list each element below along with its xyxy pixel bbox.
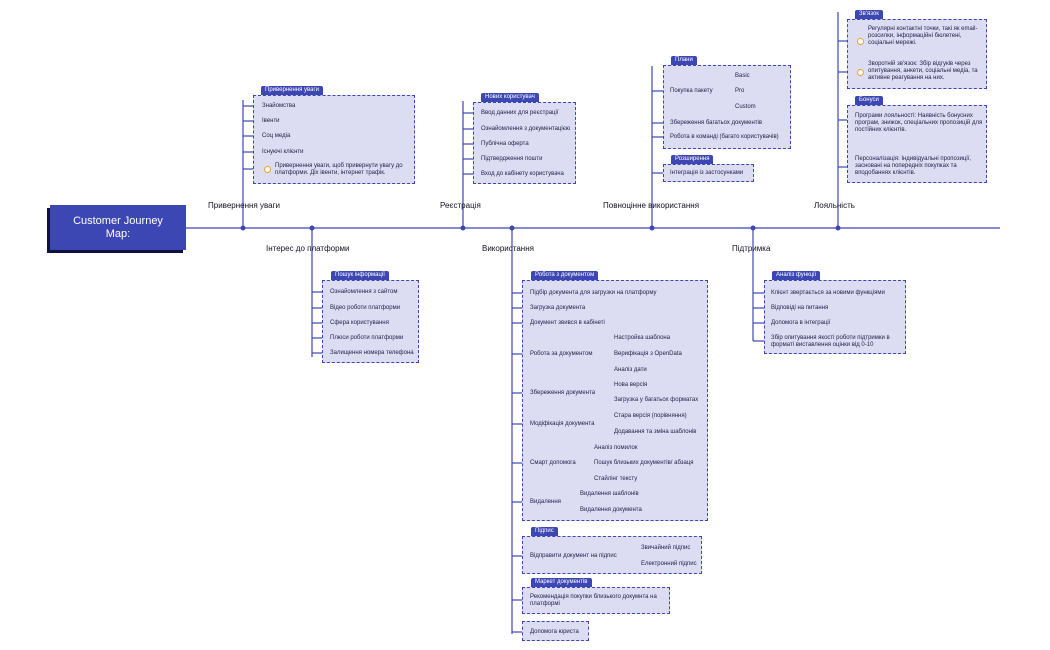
bonus-item: Персоналізація: Індивідуальні пропозиції…	[855, 156, 972, 177]
docs-sub-item: Аналіз помилок	[594, 445, 638, 451]
feedback-item: Зворотній зв'язок: Збір відгуків через о…	[868, 61, 978, 82]
list-item: Соц медіа	[262, 133, 291, 139]
extensions-tag: Розширення	[671, 155, 714, 164]
registration-box	[473, 102, 576, 184]
list-item: Інтеграція із застосунками	[670, 170, 744, 176]
plan-option: Basic	[735, 73, 750, 79]
list-item: Збір опитування якості роботи підтримки …	[771, 335, 890, 349]
docs-work-label: Робота за документом	[530, 351, 593, 357]
list-item: Сфера користування	[330, 320, 389, 326]
awareness-note: Привернення уваги, щоб привернути увагу …	[275, 163, 403, 177]
list-item: Публічна оферта	[481, 141, 529, 147]
docs-sub-item: Стайлінг тексту	[594, 476, 638, 482]
feedback-item: Регулярні контактні точки, такі як email…	[868, 26, 978, 47]
lawyer-box	[522, 621, 589, 641]
list-item: Відповіді на питання	[771, 305, 829, 311]
registration-tag: Нових користувач	[481, 93, 539, 102]
list-item: Робота в команді (багато користувачів)	[670, 134, 779, 140]
bonus-box	[847, 105, 987, 183]
docs-sub-item: Загрузка у багатьох форматах	[614, 397, 699, 403]
docs-tag: Робота з документом	[531, 271, 599, 280]
sign-sub-item: Електронний підпис	[641, 561, 697, 567]
bullet-icon	[857, 38, 864, 45]
support-tag: Аналіз функції	[772, 271, 821, 280]
docs-sub-item: Настройка шаблона	[614, 335, 671, 341]
docs-sub-item: Нова версія	[614, 382, 648, 388]
list-item: Допомога юриста	[530, 629, 579, 635]
info-box	[322, 280, 419, 363]
list-item: Збереження багатьох документів	[670, 120, 763, 126]
list-item: Допомога в інтеграції	[771, 320, 831, 326]
info-tag: Пошук інформації	[331, 271, 389, 280]
docs-sub-item: Пошук близьких документів/ абзаця	[594, 460, 694, 466]
docs-sub-item: Додавання та зміна шаблонів	[614, 429, 697, 435]
awareness-box	[253, 95, 415, 184]
docs-sub-item: Стара версія (порівняння)	[614, 413, 687, 419]
stage-usage: Використання	[482, 244, 534, 253]
bullet-icon	[857, 69, 864, 76]
list-item: Вход до кабінету користувача	[481, 171, 564, 177]
list-item: Ввод данних для реєстрації	[481, 110, 559, 116]
diagram-title: Customer Journey Map:	[50, 205, 186, 250]
list-item: Загрузка документа	[530, 305, 586, 311]
stage-registration: Реєстрація	[440, 201, 481, 210]
docs-sub-item: Видалення документа	[580, 507, 642, 513]
bonus-item: Програми лояльності: Наявність бонусних …	[855, 113, 983, 134]
list-item: Клієнт звертається за новими функціями	[771, 290, 885, 296]
plan-option: Custom	[735, 104, 756, 110]
docs-delete-label: Видалення	[530, 499, 561, 505]
list-item: Документ звився в кабінеті	[530, 320, 605, 326]
stage-loyalty: Лояльність	[814, 201, 855, 210]
list-item: Підбір документа для загрузки на платфор…	[530, 290, 657, 296]
docs-modify-label: Модіфікація документа	[530, 421, 595, 427]
list-item: Знайомства	[262, 103, 296, 109]
list-item: Відео роботи платформи	[330, 305, 401, 311]
sign-box	[522, 536, 702, 574]
docs-box	[522, 280, 708, 521]
list-item: Підтвердження пошти	[481, 156, 543, 162]
list-item: Рекомендація покупки близького докумнта …	[530, 594, 657, 608]
list-item: Ознайомлення з документацією	[481, 126, 571, 132]
list-item: Івенти	[262, 118, 280, 124]
support-box	[764, 280, 906, 354]
sign-sub-item: Звичайний підпис	[641, 545, 691, 551]
docs-sub-item: Верифікація з OpenData	[614, 351, 682, 357]
docs-save-label: Збереження документа	[530, 390, 596, 396]
stage-interest: Інтерес до платформи	[266, 244, 350, 253]
plan-option: Pro	[735, 88, 745, 94]
stage-full-use: Повноцінне використання	[603, 201, 700, 210]
sign-label: Відправити документ на підпис	[530, 553, 617, 559]
plans-purchase-label: Покупка пакету	[670, 88, 713, 94]
stage-support: Підтримка	[732, 244, 771, 253]
list-item: Залищення номера телефона	[330, 350, 414, 356]
docs-smart-label: Смарт допомога	[530, 460, 576, 466]
feedback-box	[847, 19, 987, 89]
feedback-tag: Зв'язок	[855, 10, 883, 19]
docs-sub-item: Аналіз дати	[614, 367, 647, 373]
extensions-box	[663, 164, 754, 182]
market-tag: Маркет документів	[531, 578, 592, 587]
list-item: Плюси роботи платформи	[330, 335, 404, 341]
bonus-tag: Бонуси	[855, 96, 883, 105]
bullet-icon	[264, 166, 271, 173]
list-item: Ознайомлення з сайтом	[330, 289, 398, 295]
plans-box	[663, 65, 791, 149]
market-box	[522, 587, 670, 614]
awareness-tag: Привернення уваги	[261, 86, 323, 95]
plans-tag: Плани	[671, 56, 697, 65]
list-item: Існуючі клієнти	[262, 149, 304, 155]
stage-awareness: Привернення уваги	[208, 201, 280, 210]
sign-tag: Підпис	[531, 527, 558, 536]
docs-sub-item: Видалення шаблонів	[580, 491, 639, 497]
